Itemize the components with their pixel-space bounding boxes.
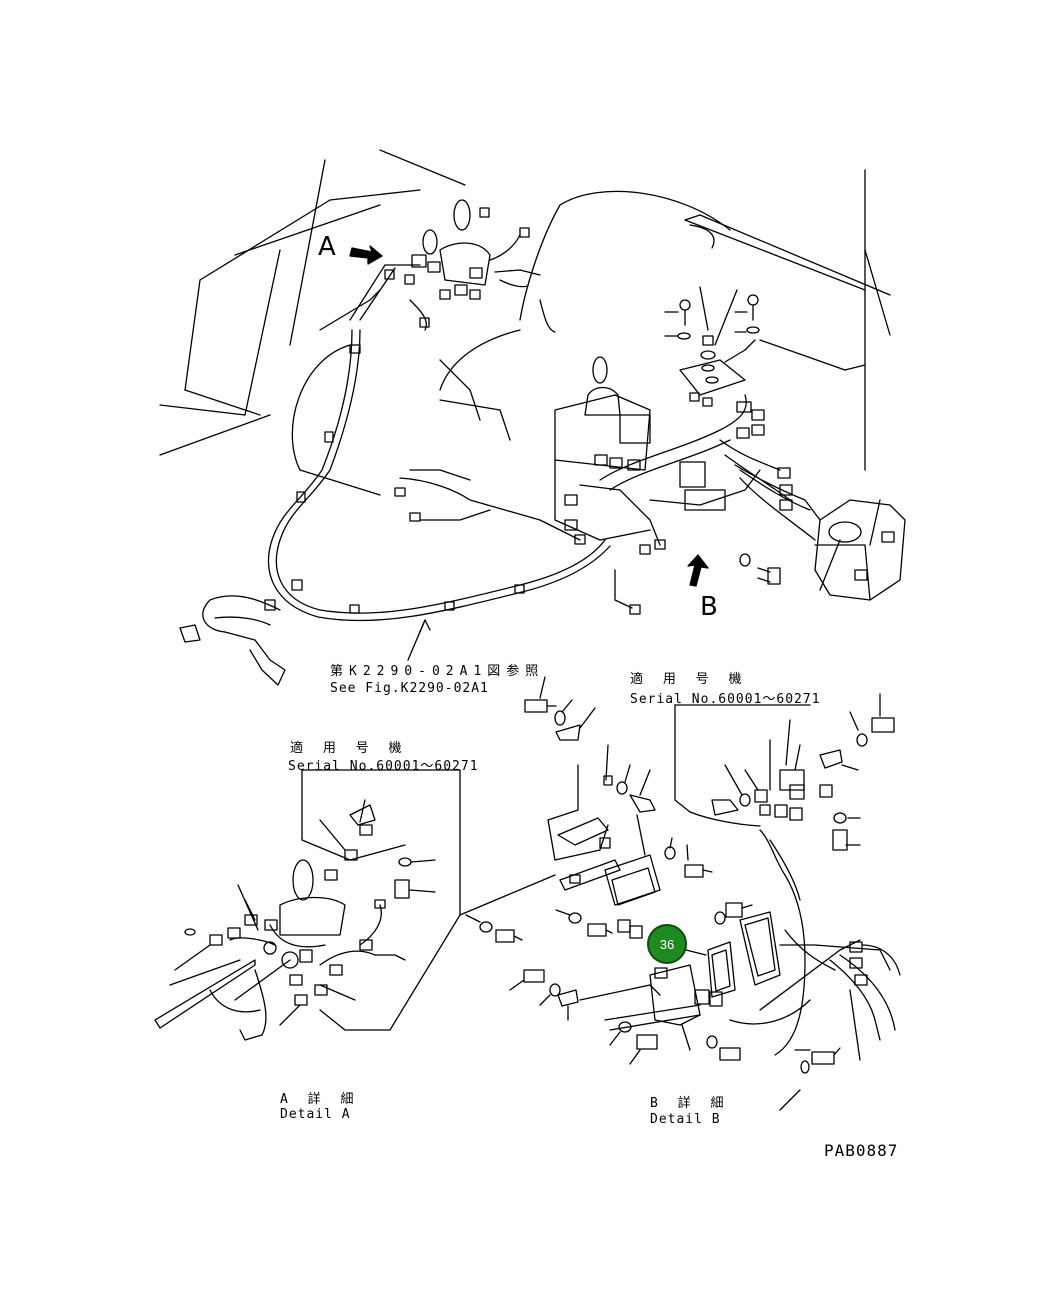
reference-label-jp: 第K2290-02A1図参照 (330, 664, 545, 679)
main-wire-harness (180, 330, 610, 685)
detail-b-label-jp: B 詳 細 (650, 1096, 730, 1111)
view-a-label: A (318, 232, 336, 262)
serial-label-left-en: Serial No.60001～60271 (288, 759, 479, 774)
serial-label-left-jp: 適 用 号 機 (290, 741, 408, 756)
bolt-washer-b (740, 554, 780, 584)
view-a-arrow (350, 246, 382, 264)
detail-b-label-en: Detail B (650, 1112, 721, 1127)
detail-a-label-jp: A 詳 細 (280, 1092, 360, 1107)
detail-b-drawing (466, 677, 900, 1110)
controller-harness-right (735, 465, 905, 600)
cab-structure (160, 150, 890, 495)
detail-a-label-en: Detail A (280, 1107, 351, 1122)
detail-a-drawing (155, 770, 555, 1040)
bracket-hardware-top (665, 287, 790, 500)
drawing-code: PAB0887 (824, 1141, 899, 1160)
reference-leader (408, 620, 430, 660)
right-control-lever-assembly (555, 357, 760, 614)
view-b-label: B (700, 592, 718, 622)
reference-label-en: See Fig.K2290-02A1 (330, 681, 489, 696)
callout-36[interactable]: 36 (647, 924, 687, 964)
left-control-lever-assembly (350, 200, 540, 330)
view-b-arrow (688, 555, 708, 586)
serial-label-right-jp: 適 用 号 機 (630, 672, 748, 687)
serial-label-right-en: Serial No.60001～60271 (630, 692, 821, 707)
